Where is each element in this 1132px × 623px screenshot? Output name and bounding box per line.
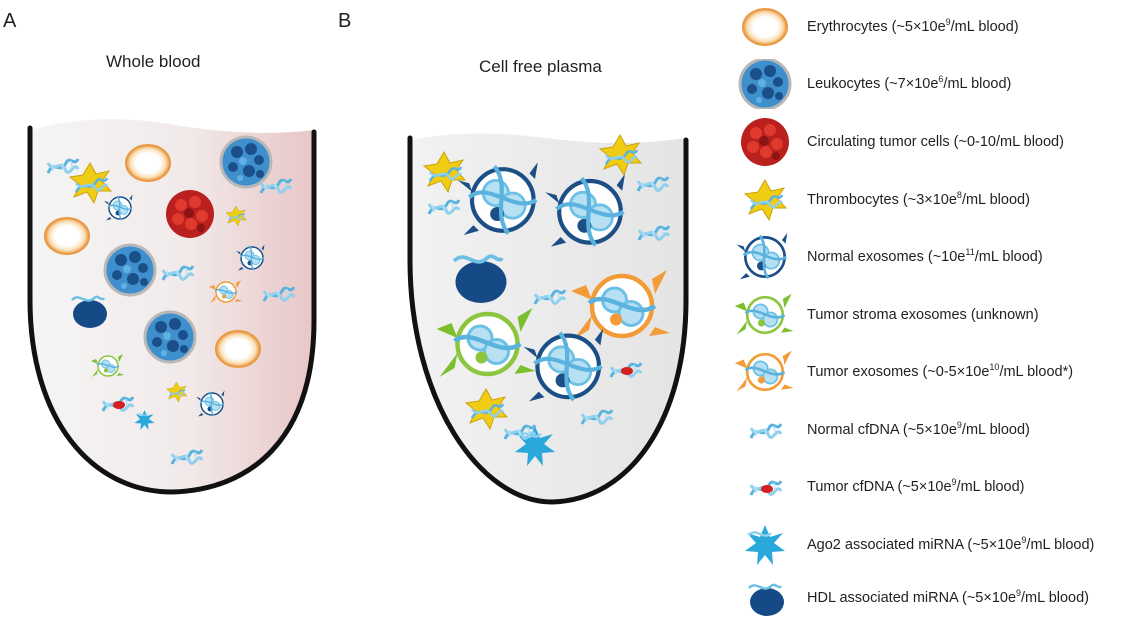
tubes-illustration bbox=[27, 119, 689, 505]
legend-item-tumor-exosomes: Tumor exosomes (~0-5×10e10/mL blood*) bbox=[733, 347, 1132, 397]
circulating-tumor-cell-icon bbox=[741, 118, 789, 166]
normal-exosome-icon bbox=[735, 232, 789, 281]
leukocyte-icon bbox=[103, 243, 157, 297]
legend-item-thrombocytes: Thrombocytes (~3×10e8/mL blood) bbox=[733, 175, 1132, 225]
legend-item-erythrocytes: Erythrocytes (~5×10e9/mL blood) bbox=[733, 2, 1132, 52]
legend-label: Erythrocytes (~5×10e9/mL blood) bbox=[807, 17, 1019, 35]
leukocyte-icon bbox=[219, 135, 273, 189]
tube-b bbox=[407, 133, 689, 505]
tube-a bbox=[27, 119, 317, 495]
legend-item-ctc: Circulating tumor cells (~0-10/mL blood) bbox=[733, 117, 1132, 167]
legend-item-hdl-mirna: HDL associated miRNA (~5×10e9/mL blood) bbox=[733, 573, 1132, 623]
panel-b-title: Cell free plasma bbox=[479, 57, 602, 76]
legend-item-tumor-stroma-exosomes: Tumor stroma exosomes (unknown) bbox=[733, 290, 1132, 340]
legend: Erythrocytes (~5×10e9/mL blood) Leukocyt… bbox=[733, 0, 1132, 623]
tumor-cfdna-icon bbox=[733, 462, 797, 512]
legend-item-leukocytes: Leukocytes (~7×10e6/mL blood) bbox=[733, 59, 1132, 109]
erythrocyte-icon bbox=[215, 330, 261, 368]
legend-label: Tumor stroma exosomes (unknown) bbox=[807, 306, 1039, 323]
legend-label: Normal cfDNA (~5×10e9/mL blood) bbox=[807, 420, 1030, 438]
erythrocyte-icon bbox=[125, 144, 171, 182]
erythrocyte-icon bbox=[742, 8, 788, 46]
legend-label: Ago2 associated miRNA (~5×10e9/mL blood) bbox=[807, 535, 1095, 553]
legend-label: Circulating tumor cells (~0-10/mL blood) bbox=[807, 133, 1064, 150]
legend-label: Leukocytes (~7×10e6/mL blood) bbox=[807, 74, 1012, 92]
hdl-mirna-icon bbox=[747, 583, 786, 618]
leukocyte-icon bbox=[738, 59, 792, 109]
legend-label: Thrombocytes (~3×10e8/mL blood) bbox=[807, 190, 1030, 208]
legend-item-tumor-cfdna: Tumor cfDNA (~5×10e9/mL blood) bbox=[733, 462, 1132, 512]
circulating-tumor-cell-icon bbox=[166, 190, 214, 238]
panel-a-title: Whole blood bbox=[106, 52, 201, 71]
legend-item-normal-cfdna: Normal cfDNA (~5×10e9/mL blood) bbox=[733, 405, 1132, 455]
leukocyte-icon bbox=[143, 310, 197, 364]
legend-item-ago2-mirna: Ago2 associated miRNA (~5×10e9/mL blood) bbox=[733, 520, 1132, 570]
erythrocyte-icon bbox=[44, 217, 90, 255]
legend-label: HDL associated miRNA (~5×10e9/mL blood) bbox=[807, 588, 1089, 606]
legend-label: Tumor cfDNA (~5×10e9/mL blood) bbox=[807, 477, 1025, 495]
panel-b-letter: B bbox=[338, 10, 352, 32]
tumor-exosome-icon bbox=[733, 349, 795, 393]
tumor-stroma-exosome-icon bbox=[733, 292, 795, 336]
thrombocyte-icon bbox=[743, 178, 788, 222]
normal-cfdna-icon bbox=[749, 422, 783, 440]
legend-label: Tumor exosomes (~0-5×10e10/mL blood*) bbox=[807, 362, 1074, 380]
panel-a-letter: A bbox=[3, 10, 17, 32]
legend-label: Normal exosomes (~10e11/mL blood) bbox=[807, 247, 1043, 265]
ago2-mirna-icon bbox=[743, 523, 787, 567]
legend-item-normal-exosomes: Normal exosomes (~10e11/mL blood) bbox=[733, 232, 1132, 282]
